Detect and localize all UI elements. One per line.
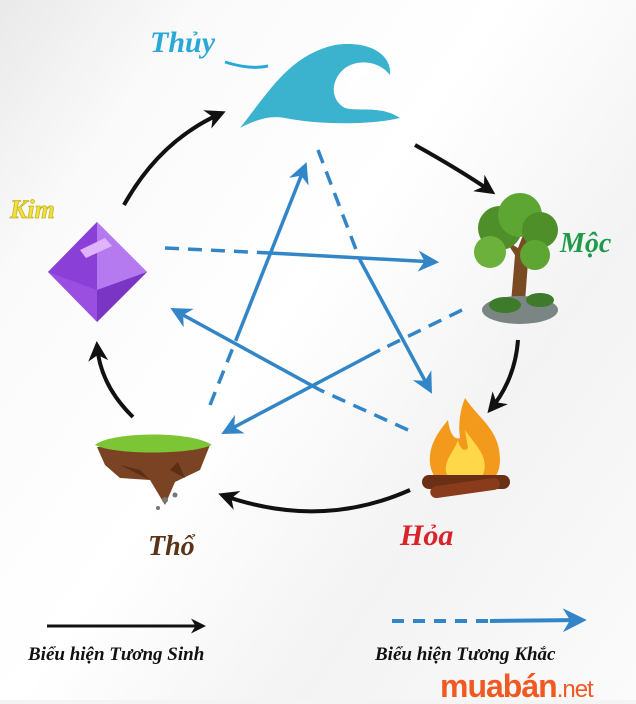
khac-arrow-tho-thuy — [208, 162, 309, 406]
legend-khac-arrow — [392, 608, 587, 633]
floating-land-icon — [95, 434, 212, 510]
watermark-suffix: .net — [556, 676, 594, 703]
label-thuy: Thủy — [150, 26, 216, 59]
sinh-arrow-moc-hoa — [487, 339, 520, 414]
sinh-arrow-kim-thuy — [122, 110, 226, 206]
khac-arrow-kim-moc — [164, 246, 440, 272]
label-hoa: Hỏa — [399, 519, 453, 552]
sinh-arrow-thuy-moc — [414, 143, 496, 195]
sinh-arrow-tho-kim — [88, 341, 135, 419]
watermark-main: muabán — [440, 668, 558, 704]
gem-icon — [48, 222, 147, 322]
wave-icon — [240, 44, 400, 128]
watermark-logo: muabán.net — [440, 670, 594, 703]
tree-icon — [474, 193, 558, 324]
legend-sinh-label: Biểu hiện Tương Sinh — [27, 644, 204, 665]
label-swash — [224, 60, 269, 69]
legend-khac-label: Biểu hiện Tương Khắc — [374, 644, 556, 665]
khac-arrow-moc-tho — [221, 308, 463, 434]
label-kim: Kim — [9, 195, 55, 224]
label-moc: Mộc — [559, 228, 612, 259]
khac-arrow-hoa-kim — [170, 307, 409, 432]
fire-icon — [422, 398, 510, 499]
khac-arrow-thuy-hoa — [316, 149, 432, 394]
sinh-arrow-hoa-tho — [218, 488, 411, 514]
label-tho: Thổ — [148, 531, 196, 562]
